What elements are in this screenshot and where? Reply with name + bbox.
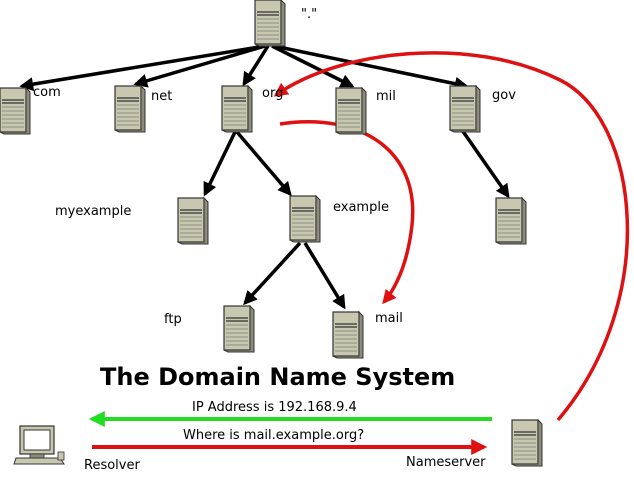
server-mil-icon xyxy=(335,87,367,135)
message-arrows: IP Address is 192.168.9.4 Where is mail.… xyxy=(88,400,492,455)
curve-nameserver-to-org xyxy=(273,51,630,422)
server-ftp-icon xyxy=(223,305,255,353)
edge-root-net xyxy=(133,44,266,88)
label-ftp: ftp xyxy=(164,312,182,327)
edge-org-example xyxy=(235,130,292,197)
edge-gov-subdomain xyxy=(460,128,510,199)
label-mail: mail xyxy=(375,311,403,326)
label-net: net xyxy=(151,89,172,104)
computer-icon xyxy=(13,425,65,465)
server-nodes xyxy=(0,0,543,467)
label-root: "." xyxy=(301,7,317,22)
nameserver-label: Nameserver xyxy=(406,455,486,470)
label-gov: gov xyxy=(492,88,516,103)
server-gov-icon xyxy=(449,85,481,133)
server-myexample-icon xyxy=(177,197,209,245)
server-mail-icon xyxy=(332,311,364,359)
edge-root-mil xyxy=(271,44,355,88)
diagram-title: The Domain Name System xyxy=(100,363,455,391)
server-nameserver-icon xyxy=(511,419,543,467)
label-com: com xyxy=(33,85,61,100)
label-myexample: myexample xyxy=(55,204,131,219)
query-message: Where is mail.example.org? xyxy=(183,428,364,443)
label-mil: mil xyxy=(376,89,396,104)
tree-edges xyxy=(19,44,510,310)
edge-org-myexample xyxy=(203,131,237,197)
edge-example-ftp xyxy=(243,241,302,306)
edge-root-org xyxy=(242,45,270,87)
server-net-icon xyxy=(114,85,146,133)
edge-root-com xyxy=(19,44,266,92)
server-org-icon xyxy=(221,85,253,133)
label-org: org xyxy=(262,86,283,101)
server-com-icon xyxy=(0,87,31,135)
edge-example-mail xyxy=(303,242,346,310)
node-labels: "." com net org mil gov myexample exampl… xyxy=(33,7,516,327)
server-example-icon xyxy=(289,195,321,243)
label-example: example xyxy=(333,200,389,215)
response-message: IP Address is 192.168.9.4 xyxy=(192,400,357,415)
server-gov-sub-icon xyxy=(495,197,527,245)
edge-root-gov xyxy=(273,44,469,91)
server-root-icon xyxy=(254,0,286,47)
resolver-label: Resolver xyxy=(84,458,140,473)
